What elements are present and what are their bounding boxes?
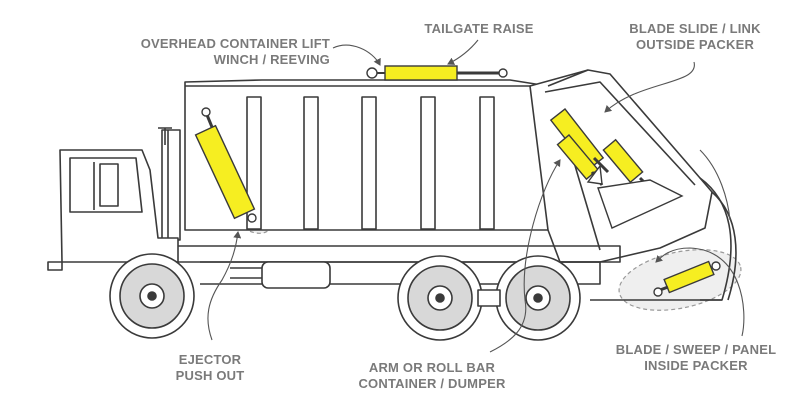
label-blade-sweep-panel: BLADE / SWEEP / PANEL INSIDE PACKER (602, 342, 790, 374)
label-tailgate-line1: TAILGATE RAISE (424, 21, 534, 36)
blade-sweep-leader (655, 247, 745, 337)
fuel-tank (261, 261, 331, 289)
label-ejector-line1: EJECTOR (178, 352, 242, 367)
label-arm-roll-bar: ARM OR ROLL BAR CONTAINER / DUMPER (336, 360, 528, 392)
label-blade-sweep-line1: BLADE / SWEEP / PANEL (615, 342, 777, 357)
rear-wheel-1 (397, 255, 483, 341)
overhead-lift-cylinder (366, 65, 508, 81)
ejector-leader (207, 231, 242, 341)
arm-leader (489, 159, 561, 353)
label-arm-line2: CONTAINER / DUMPER (358, 376, 506, 391)
label-overhead-line2: WINCH / REEVING (213, 52, 330, 67)
tailgate-leader (447, 39, 479, 65)
label-tailgate-raise: TAILGATE RAISE (404, 21, 554, 37)
label-ejector: EJECTOR PUSH OUT (160, 352, 260, 384)
cab (59, 149, 179, 263)
rear-wheel-2 (495, 255, 581, 341)
truck-outline (47, 69, 737, 341)
label-blade-slide-line1: BLADE SLIDE / LINK (629, 21, 761, 36)
label-blade-slide: BLADE SLIDE / LINK OUTSIDE PACKER (604, 21, 786, 53)
label-arm-line1: ARM OR ROLL BAR (368, 360, 496, 375)
label-blade-sweep-line2: INSIDE PACKER (644, 358, 748, 373)
blade-slide-leader (604, 61, 695, 113)
front-wheel (109, 253, 195, 339)
label-overhead-container-lift: OVERHEAD CONTAINER LIFT WINCH / REEVING (124, 36, 330, 68)
ejector-cylinder (194, 107, 257, 223)
blade-sweep-cylinder (653, 260, 721, 297)
label-overhead-line1: OVERHEAD CONTAINER LIFT (140, 36, 330, 51)
packer-blade (586, 164, 684, 229)
label-blade-slide-line2: OUTSIDE PACKER (635, 37, 755, 52)
label-ejector-line2: PUSH OUT (175, 368, 245, 383)
overhead-leader (332, 44, 381, 66)
callout-lines (207, 39, 745, 353)
